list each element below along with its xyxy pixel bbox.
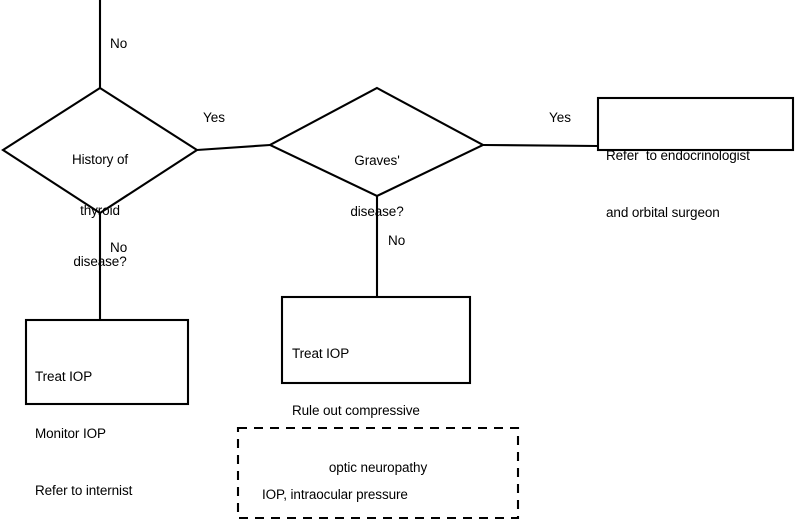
process-treat-rule-out-line1: Treat IOP <box>292 346 350 361</box>
edge-label-graves-yes: Yes <box>549 110 572 125</box>
decision-history-thyroid-line2: thyroid <box>80 203 120 218</box>
legend-line-iop: IOP, intraocular pressure <box>262 487 408 502</box>
edge-label-thyroid-no: No <box>110 240 128 255</box>
process-treat-rule-out-line3: optic neuropathy <box>328 460 428 475</box>
edge-label-thyroid-yes: Yes <box>203 110 226 125</box>
process-treat-rule-out-line2: Rule out compressive <box>292 403 420 418</box>
process-refer-endocrinologist-line2: and orbital surgeon <box>606 205 720 220</box>
decision-graves-disease-line2: disease? <box>350 204 404 219</box>
process-treat-monitor-refer-line1: Treat IOP <box>35 369 93 384</box>
process-treat-monitor-refer-line3: Refer to internist <box>35 483 133 498</box>
decision-history-thyroid-label: History of thyroid disease? <box>35 117 165 304</box>
process-treat-monitor-refer-label: Treat IOP Monitor IOP Refer to internist <box>35 329 185 525</box>
process-treat-rule-out-label: Treat IOP Rule out compressive optic neu… <box>292 306 464 515</box>
decision-graves-disease-line1: Graves' <box>354 153 400 168</box>
legend-content: IOP, intraocular pressure LPI, laser per… <box>262 445 512 525</box>
decision-graves-disease-label: Graves' disease? <box>317 118 437 254</box>
process-refer-endocrinologist-shape[interactable] <box>596 96 795 152</box>
decision-history-thyroid-line3: disease? <box>73 254 127 269</box>
process-refer-endocrinologist-label: Refer to endocrinologist and orbital sur… <box>606 108 788 260</box>
process-treat-monitor-refer-shape[interactable] <box>24 318 190 406</box>
process-treat-rule-out-shape[interactable] <box>280 295 472 385</box>
edge-label-graves-no: No <box>388 233 406 248</box>
legend-box-shape <box>236 426 520 520</box>
edge-thyroid-yes-to-graves <box>196 143 271 152</box>
decision-history-thyroid-line1: History of <box>71 152 128 167</box>
edge-label-top-no: No <box>110 36 128 51</box>
process-refer-endocrinologist-line1: Refer to endocrinologist <box>606 148 750 163</box>
process-treat-monitor-refer-line2: Monitor IOP <box>35 426 106 441</box>
edge-graves-yes-to-refer <box>482 143 599 148</box>
